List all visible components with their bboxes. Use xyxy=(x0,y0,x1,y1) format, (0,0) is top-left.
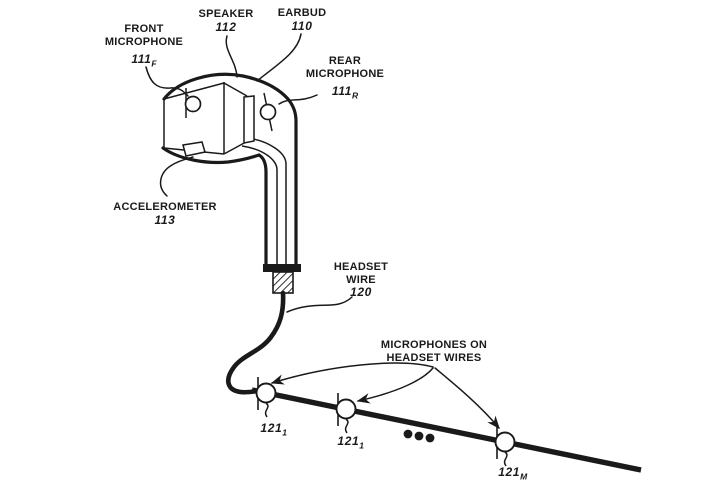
speaker-drawing xyxy=(223,82,255,155)
label-speaker-line1: SPEAKER xyxy=(198,8,254,20)
hatched-strain-relief xyxy=(272,271,294,294)
label-wire-mic-1: 1211 xyxy=(260,421,288,438)
speaker-bottom-edge xyxy=(223,141,247,155)
connector-cap-bar xyxy=(263,264,301,272)
label-rear-microphone-line1: REAR xyxy=(328,55,362,67)
earbud-top-arc xyxy=(162,72,298,267)
accelerometer-chip xyxy=(182,141,206,157)
label-rear-microphone: REAR MICROPHONE 111R xyxy=(306,55,384,102)
wire-connector xyxy=(263,264,301,294)
earbud-bottom-arc xyxy=(161,146,268,267)
wire-mic-1-squiggle xyxy=(264,402,269,418)
wire-mic-2-squiggle xyxy=(344,418,349,434)
headset-wire-curve xyxy=(225,290,286,395)
face-top-edge xyxy=(163,82,225,100)
ellipsis-dots xyxy=(403,429,435,443)
arrow-to-wire-mic-2 xyxy=(356,367,434,404)
rear-mic-circle xyxy=(259,103,277,121)
label-front-microphone-number: 111F xyxy=(131,52,157,69)
label-accelerometer-number: 113 xyxy=(154,212,176,227)
label-wire-mic-2: 1211 xyxy=(337,434,365,451)
label-wire-mics-line2: HEADSET WIRES xyxy=(386,351,482,364)
wire-microphone-m xyxy=(494,426,516,467)
label-front-microphone-line1: FRONT xyxy=(124,23,164,35)
label-speaker-number: 112 xyxy=(215,19,237,34)
label-headset-wire-line1: HEADSET xyxy=(333,261,389,273)
front-mic-circle xyxy=(184,95,202,113)
wire-mic-m-circle xyxy=(494,431,516,453)
wire-microphone-2 xyxy=(335,393,357,434)
label-microphones-on-headset-wires: MICROPHONES ON HEADSET WIRES xyxy=(381,339,487,364)
label-accelerometer-line1: ACCELEROMETER xyxy=(113,201,217,213)
label-wire-mic-m: 121M xyxy=(498,465,528,482)
leader-lines xyxy=(145,33,353,313)
ellipsis-dot xyxy=(425,433,435,443)
headset-wire-main-line xyxy=(251,387,642,473)
leader-speaker xyxy=(225,35,238,78)
label-headset-wire-line2: WIRE xyxy=(346,273,376,286)
wire-mic-2-circle xyxy=(335,398,357,420)
ellipsis-dot xyxy=(403,429,413,439)
rear-microphone-drawing xyxy=(259,92,277,132)
mic-arrow-callouts xyxy=(270,362,500,430)
leader-front-microphone xyxy=(145,66,189,97)
wire-mic-m-squiggle xyxy=(503,451,508,467)
leader-accelerometer xyxy=(159,156,194,197)
label-rear-microphone-line2: MICROPHONE xyxy=(305,67,385,80)
label-rear-microphone-number: 111R xyxy=(331,84,359,101)
arrow-to-wire-mic-1 xyxy=(270,362,434,385)
wire-microphone-1 xyxy=(255,377,277,418)
label-wire-mics-line1: MICROPHONES ON xyxy=(380,339,488,351)
leader-headset-wire xyxy=(286,296,353,313)
label-earbud-line1: EARBUD xyxy=(277,7,327,19)
ellipsis-dot xyxy=(414,431,424,441)
leader-rear-microphone xyxy=(278,94,318,105)
earbud-body-outline xyxy=(161,72,298,267)
label-earbud-number: 110 xyxy=(291,18,313,33)
speaker-top-edge xyxy=(223,82,248,97)
wire-mic-1-circle xyxy=(255,382,277,404)
label-front-microphone: FRONT MICROPHONE 111F xyxy=(105,23,183,70)
arrow-to-wire-mic-m xyxy=(434,367,500,430)
label-earbud: EARBUD 110 xyxy=(278,7,327,33)
label-headset-wire: HEADSET WIRE 120 xyxy=(334,261,388,299)
speaker-driver-rect xyxy=(243,95,255,144)
label-front-microphone-line2: MICROPHONE xyxy=(104,35,184,48)
leader-earbud xyxy=(256,33,302,82)
stem-inner-line-1 xyxy=(241,145,278,265)
label-headset-wire-number: 120 xyxy=(350,285,372,299)
label-speaker: SPEAKER 112 xyxy=(199,8,254,34)
label-accelerometer: ACCELEROMETER 113 xyxy=(113,201,216,227)
